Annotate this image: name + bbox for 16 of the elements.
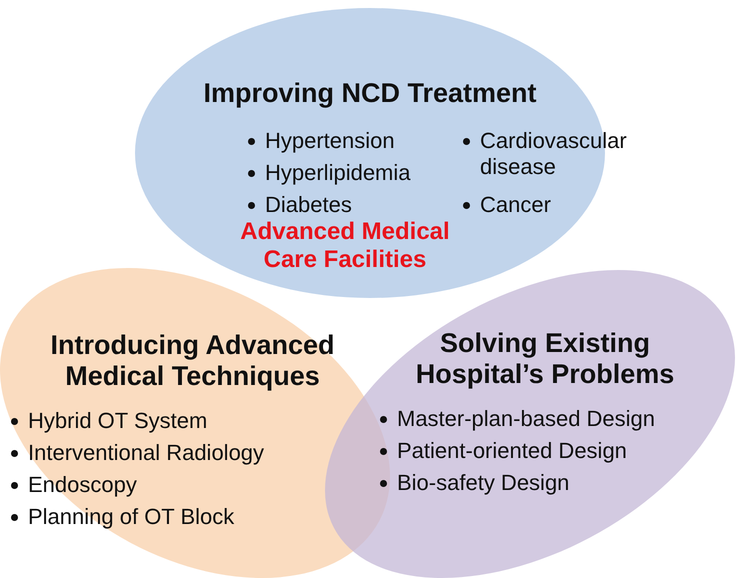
- bullet-item: Bio-safety Design: [397, 470, 570, 496]
- bullet-item: Endoscopy: [28, 472, 137, 498]
- bullet-item: Patient-oriented Design: [397, 438, 627, 464]
- section-heading: Introducing Advanced Medical Techniques: [49, 330, 336, 392]
- bullet-item: Master-plan-based Design: [397, 406, 656, 432]
- bullet-item: Planning of OT Block: [28, 504, 234, 530]
- section-heading: Solving Existing Hospital’s Problems: [414, 328, 676, 390]
- bullet-item: Interventional Radiology: [28, 440, 264, 466]
- bullet-item: Cancer: [480, 192, 551, 218]
- bullet-item: Cardiovascular disease: [480, 128, 690, 180]
- bullet-item: Hyperlipidemia: [265, 160, 411, 186]
- bullet-item: Hybrid OT System: [28, 408, 208, 434]
- section-heading: Improving NCD Treatment: [202, 78, 538, 109]
- bullet-item: Diabetes: [265, 192, 352, 218]
- center-label: Advanced Medical Care Facilities: [239, 218, 451, 274]
- bullet-item: Hypertension: [265, 128, 395, 154]
